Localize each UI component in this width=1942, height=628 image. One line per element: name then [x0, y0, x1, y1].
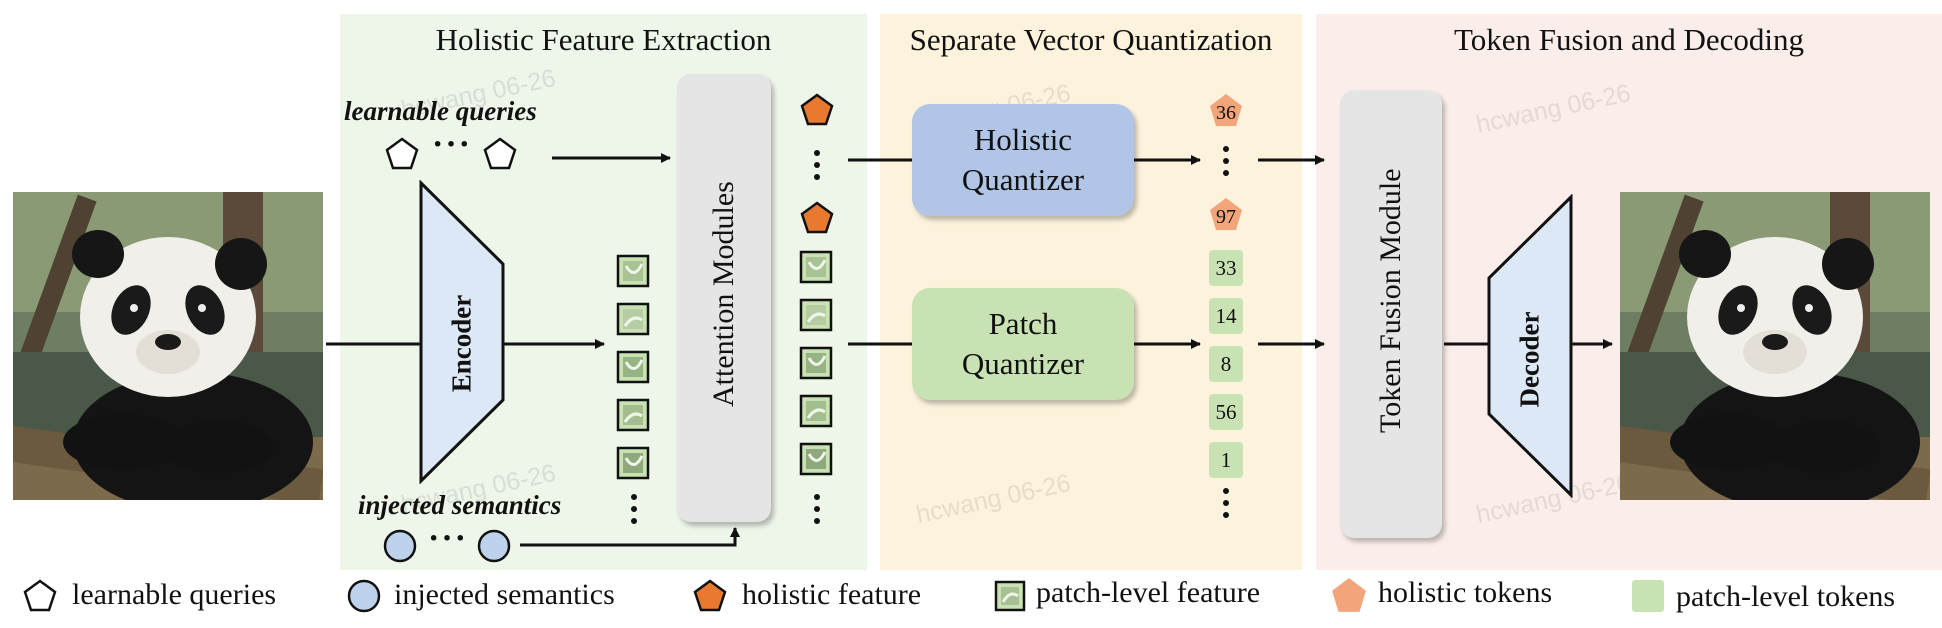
semantic-circle-icon: [477, 529, 511, 563]
encoder-shape: [419, 180, 505, 484]
holistic-token: 36: [1208, 92, 1244, 128]
legend-patch-level-feature: patch-level feature: [1036, 576, 1261, 609]
patch-feature-icon: [994, 580, 1026, 612]
patch-token: 14: [1209, 298, 1243, 334]
legend-holistic-tokens: holistic tokens: [1378, 576, 1553, 609]
panda-output-image: [1620, 192, 1930, 500]
patch-token: 8: [1209, 346, 1243, 382]
holistic-feature-icon: [693, 579, 727, 612]
fusion-title: Token Fusion and Decoding: [1454, 22, 1804, 57]
token-fusion-block: [1340, 90, 1442, 538]
semantic-circle-icon: [347, 579, 381, 613]
token-fusion-label: Token Fusion Module: [1374, 168, 1407, 433]
patch-feature-icon: [616, 398, 650, 432]
patch-feature-icon: [616, 302, 650, 336]
learnable-queries-label: learnable queries: [344, 96, 537, 126]
extraction-title: Holistic Feature Extraction: [435, 22, 772, 57]
quantization-title: Separate Vector Quantization: [909, 22, 1273, 57]
holistic-feature-icon: [800, 93, 834, 126]
patch-feature-icon: [616, 446, 650, 480]
patch-feature-icon: [799, 250, 833, 284]
holistic-quantizer-label: Holistic: [973, 121, 1073, 157]
patch-quantizer-label: Quantizer: [961, 346, 1085, 381]
encoder-label: Encoder: [446, 294, 477, 393]
patch-feature-icon: [616, 350, 650, 384]
patch-token: 33: [1209, 250, 1243, 286]
semantic-circle-icon: [383, 529, 417, 563]
patch-feature-icon: [799, 394, 833, 428]
legend-injected-semantics: injected semantics: [394, 578, 615, 611]
patch-token: 56: [1209, 394, 1243, 430]
decoder-shape: [1487, 194, 1573, 498]
patch-feature-icon: [616, 254, 650, 288]
pentagon-outline-icon: [385, 137, 419, 170]
ellipsis-icon: ···: [428, 520, 469, 557]
legend-learnable-queries: learnable queries: [72, 578, 277, 611]
patch-feature-icon: [799, 298, 833, 332]
patch-feature-icon: [799, 442, 833, 476]
patch-feature-icon: [799, 346, 833, 380]
decoder-label: Decoder: [1514, 311, 1545, 408]
injected-semantics-label: injected semantics: [358, 490, 562, 520]
legend-patch-level-tokens: patch-level tokens: [1676, 580, 1896, 613]
vertical-ellipsis-icon: [814, 150, 820, 180]
holistic-quantizer-label: Quantizer: [961, 162, 1085, 197]
patch-token-icon: [1632, 580, 1664, 612]
holistic-token-icon: [1332, 578, 1366, 612]
vertical-ellipsis-icon: [631, 494, 637, 524]
attention-modules-label: Attention Modules: [707, 181, 740, 407]
vertical-ellipsis-icon: [1223, 488, 1229, 518]
patch-quantizer-label: Patch: [988, 305, 1058, 341]
ellipsis-icon: ···: [432, 126, 473, 163]
attention-modules-block: [677, 74, 771, 522]
vertical-ellipsis-icon: [814, 494, 820, 524]
patch-token: 1: [1209, 442, 1243, 478]
vertical-ellipsis-icon: [1223, 146, 1229, 176]
holistic-feature-icon: [800, 201, 834, 234]
holistic-token: 97: [1208, 196, 1244, 232]
pentagon-outline-icon: [23, 579, 57, 612]
pentagon-outline-icon: [483, 137, 517, 170]
panda-input-image: [13, 192, 323, 500]
legend-holistic-feature: holistic feature: [742, 578, 922, 611]
